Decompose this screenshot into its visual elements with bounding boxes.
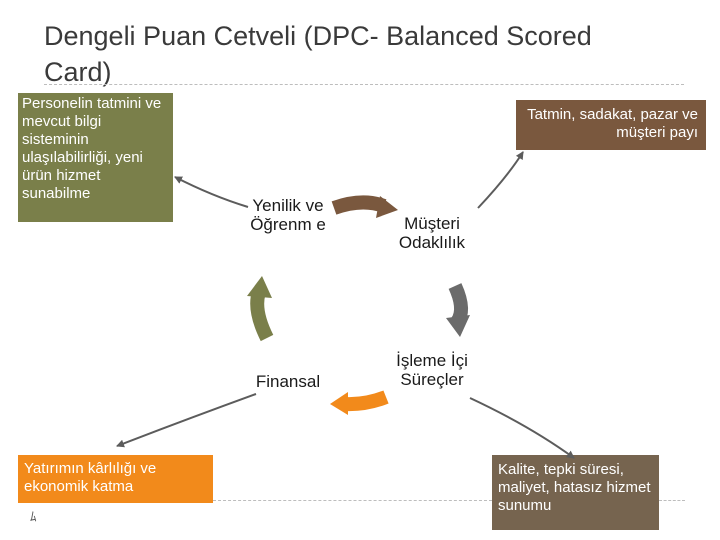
arrow-learning-to-customer bbox=[331, 195, 398, 218]
title-divider bbox=[44, 84, 684, 85]
arrow-process-to-financial bbox=[330, 390, 389, 415]
page-title: Dengeli Puan Cetveli (DPC- Balanced Scor… bbox=[44, 21, 592, 87]
footer-mark: ﾑ bbox=[30, 509, 37, 524]
node-process: İşleme İçi Süreçler bbox=[396, 351, 468, 389]
connector-customer bbox=[477, 151, 524, 209]
node-learning: Yenilik ve Öğrenm e bbox=[250, 196, 326, 234]
connector-learning bbox=[174, 176, 249, 208]
node-customer: Müşteri Odaklılık bbox=[398, 214, 466, 252]
connector-financial bbox=[116, 393, 257, 448]
learning-outcomes-box: Personelin tatmini ve mevcut bilgi siste… bbox=[18, 93, 173, 222]
arrow-financial-to-learning bbox=[247, 276, 274, 342]
connector-process bbox=[469, 397, 575, 459]
node-financial: Finansal bbox=[255, 372, 321, 391]
customer-outcomes-box: Tatmin, sadakat, pazar ve müşteri payı bbox=[516, 100, 706, 150]
process-outcomes-box: Kalite, tepki süresi, maliyet, hatasız h… bbox=[492, 455, 659, 530]
financial-outcomes-box: Yatırımın kârlılığı ve ekonomik katma bbox=[18, 455, 213, 503]
footer-divider-left bbox=[213, 500, 492, 501]
arrow-customer-to-process bbox=[446, 283, 470, 337]
footer-divider-right bbox=[659, 500, 685, 501]
